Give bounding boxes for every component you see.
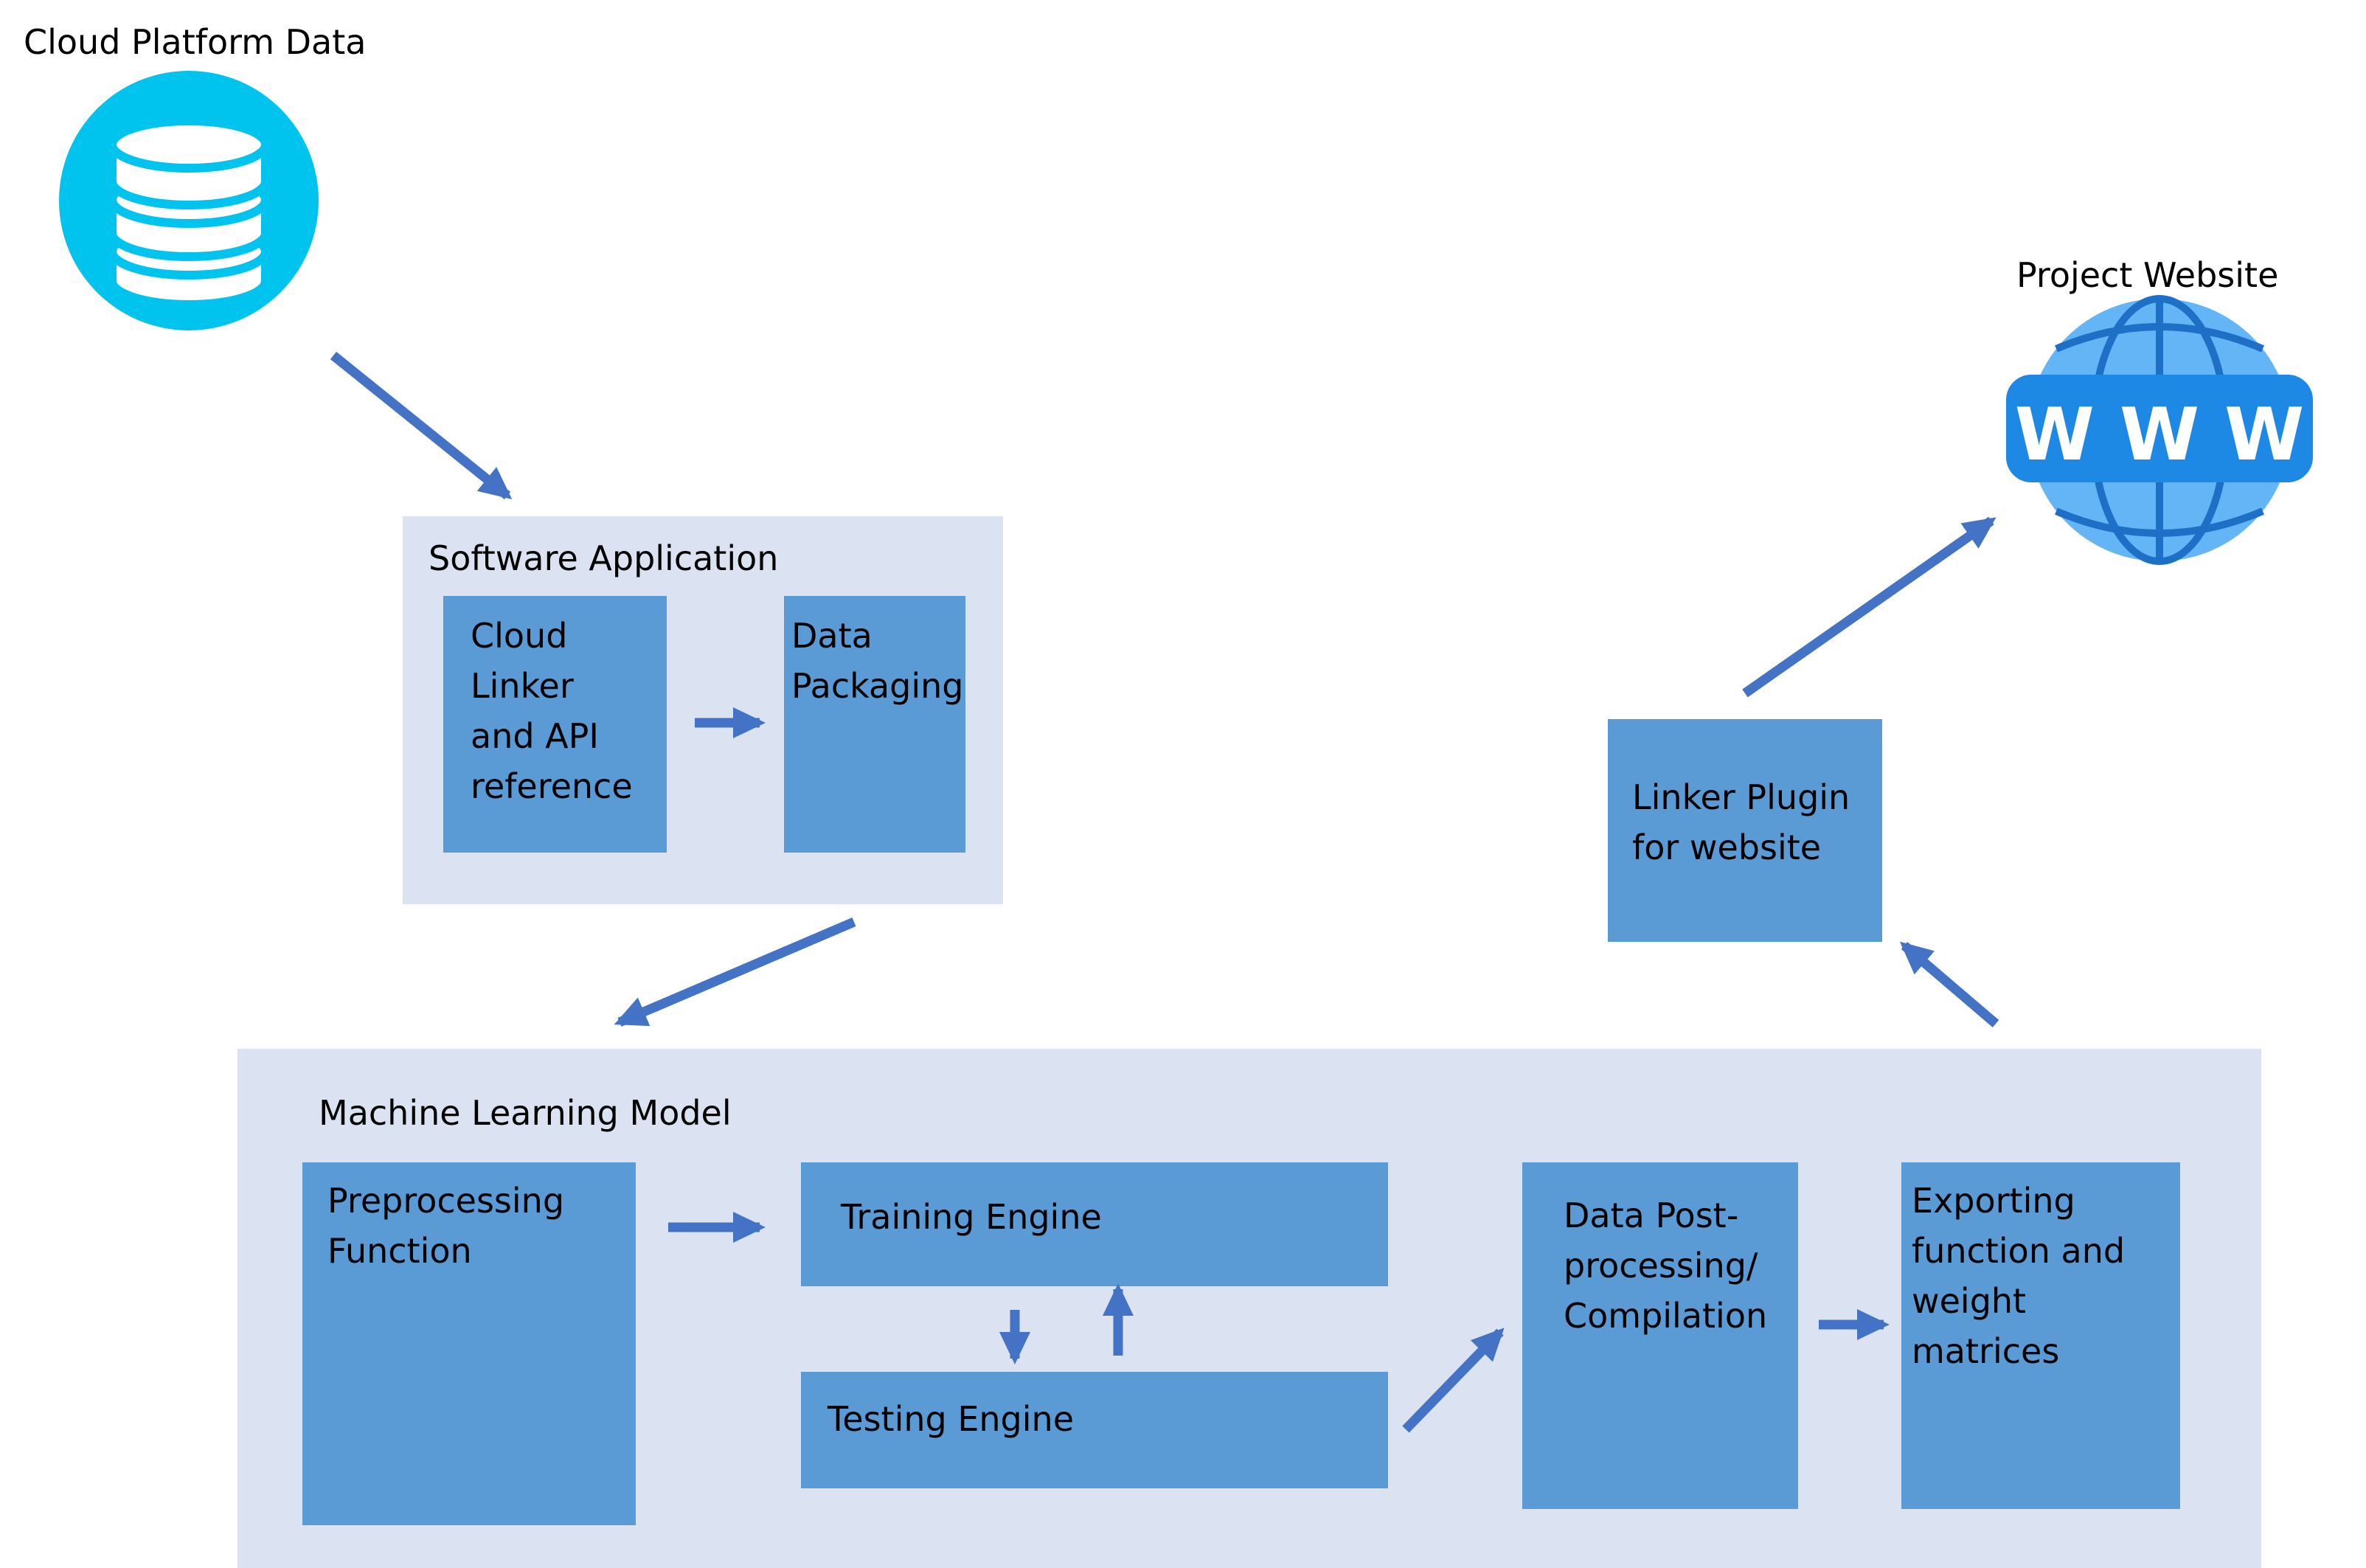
software-application-title: Software Application — [429, 538, 779, 578]
arrow-software-to-ml — [614, 917, 856, 1027]
training-engine-box: Training Engine — [801, 1162, 1388, 1286]
linker-plugin-box: Linker Plugin for website — [1608, 719, 1882, 942]
cloud-platform-title: Cloud Platform Data — [24, 22, 367, 62]
testing-engine-box: Testing Engine — [801, 1372, 1388, 1488]
data-packaging-label: Data Packaging — [791, 616, 964, 706]
www-badge-text: W W W — [2015, 393, 2305, 477]
testing-engine-label: Testing Engine — [828, 1399, 1074, 1439]
preprocessing-box: Preprocessing Function — [302, 1162, 636, 1525]
post-processing-label: Data Post- processing/ Compilation — [1564, 1196, 1768, 1336]
linker-plugin-label: Linker Plugin for website — [1632, 777, 1850, 867]
arrow-ml-to-linker-plugin — [1899, 941, 1999, 1027]
project-website-title: Project Website — [2016, 255, 2279, 295]
software-application-panel: Software Application Cloud Linker and AP… — [403, 516, 1003, 904]
globe-www-icon: W W W — [2006, 295, 2313, 565]
preprocessing-label: Preprocessing Function — [327, 1181, 565, 1271]
data-packaging-box: Data Packaging — [784, 596, 965, 853]
cloud-linker-label: Cloud Linker and API reference — [471, 616, 633, 806]
database-icon — [59, 71, 319, 330]
machine-learning-model-title: Machine Learning Model — [319, 1093, 732, 1133]
arrow-linker-plugin-to-website — [1742, 516, 1996, 698]
machine-learning-model-panel: Machine Learning Model Preprocessing Fun… — [237, 1049, 2261, 1568]
post-processing-box: Data Post- processing/ Compilation — [1522, 1162, 1798, 1509]
arrow-cloud-to-software — [330, 351, 513, 500]
training-engine-label: Training Engine — [841, 1197, 1102, 1237]
exporting-box: Exporting function and weight matrices — [1901, 1162, 2180, 1509]
cloud-linker-box: Cloud Linker and API reference — [443, 596, 667, 853]
exporting-label: Exporting function and weight matrices — [1912, 1181, 2126, 1371]
